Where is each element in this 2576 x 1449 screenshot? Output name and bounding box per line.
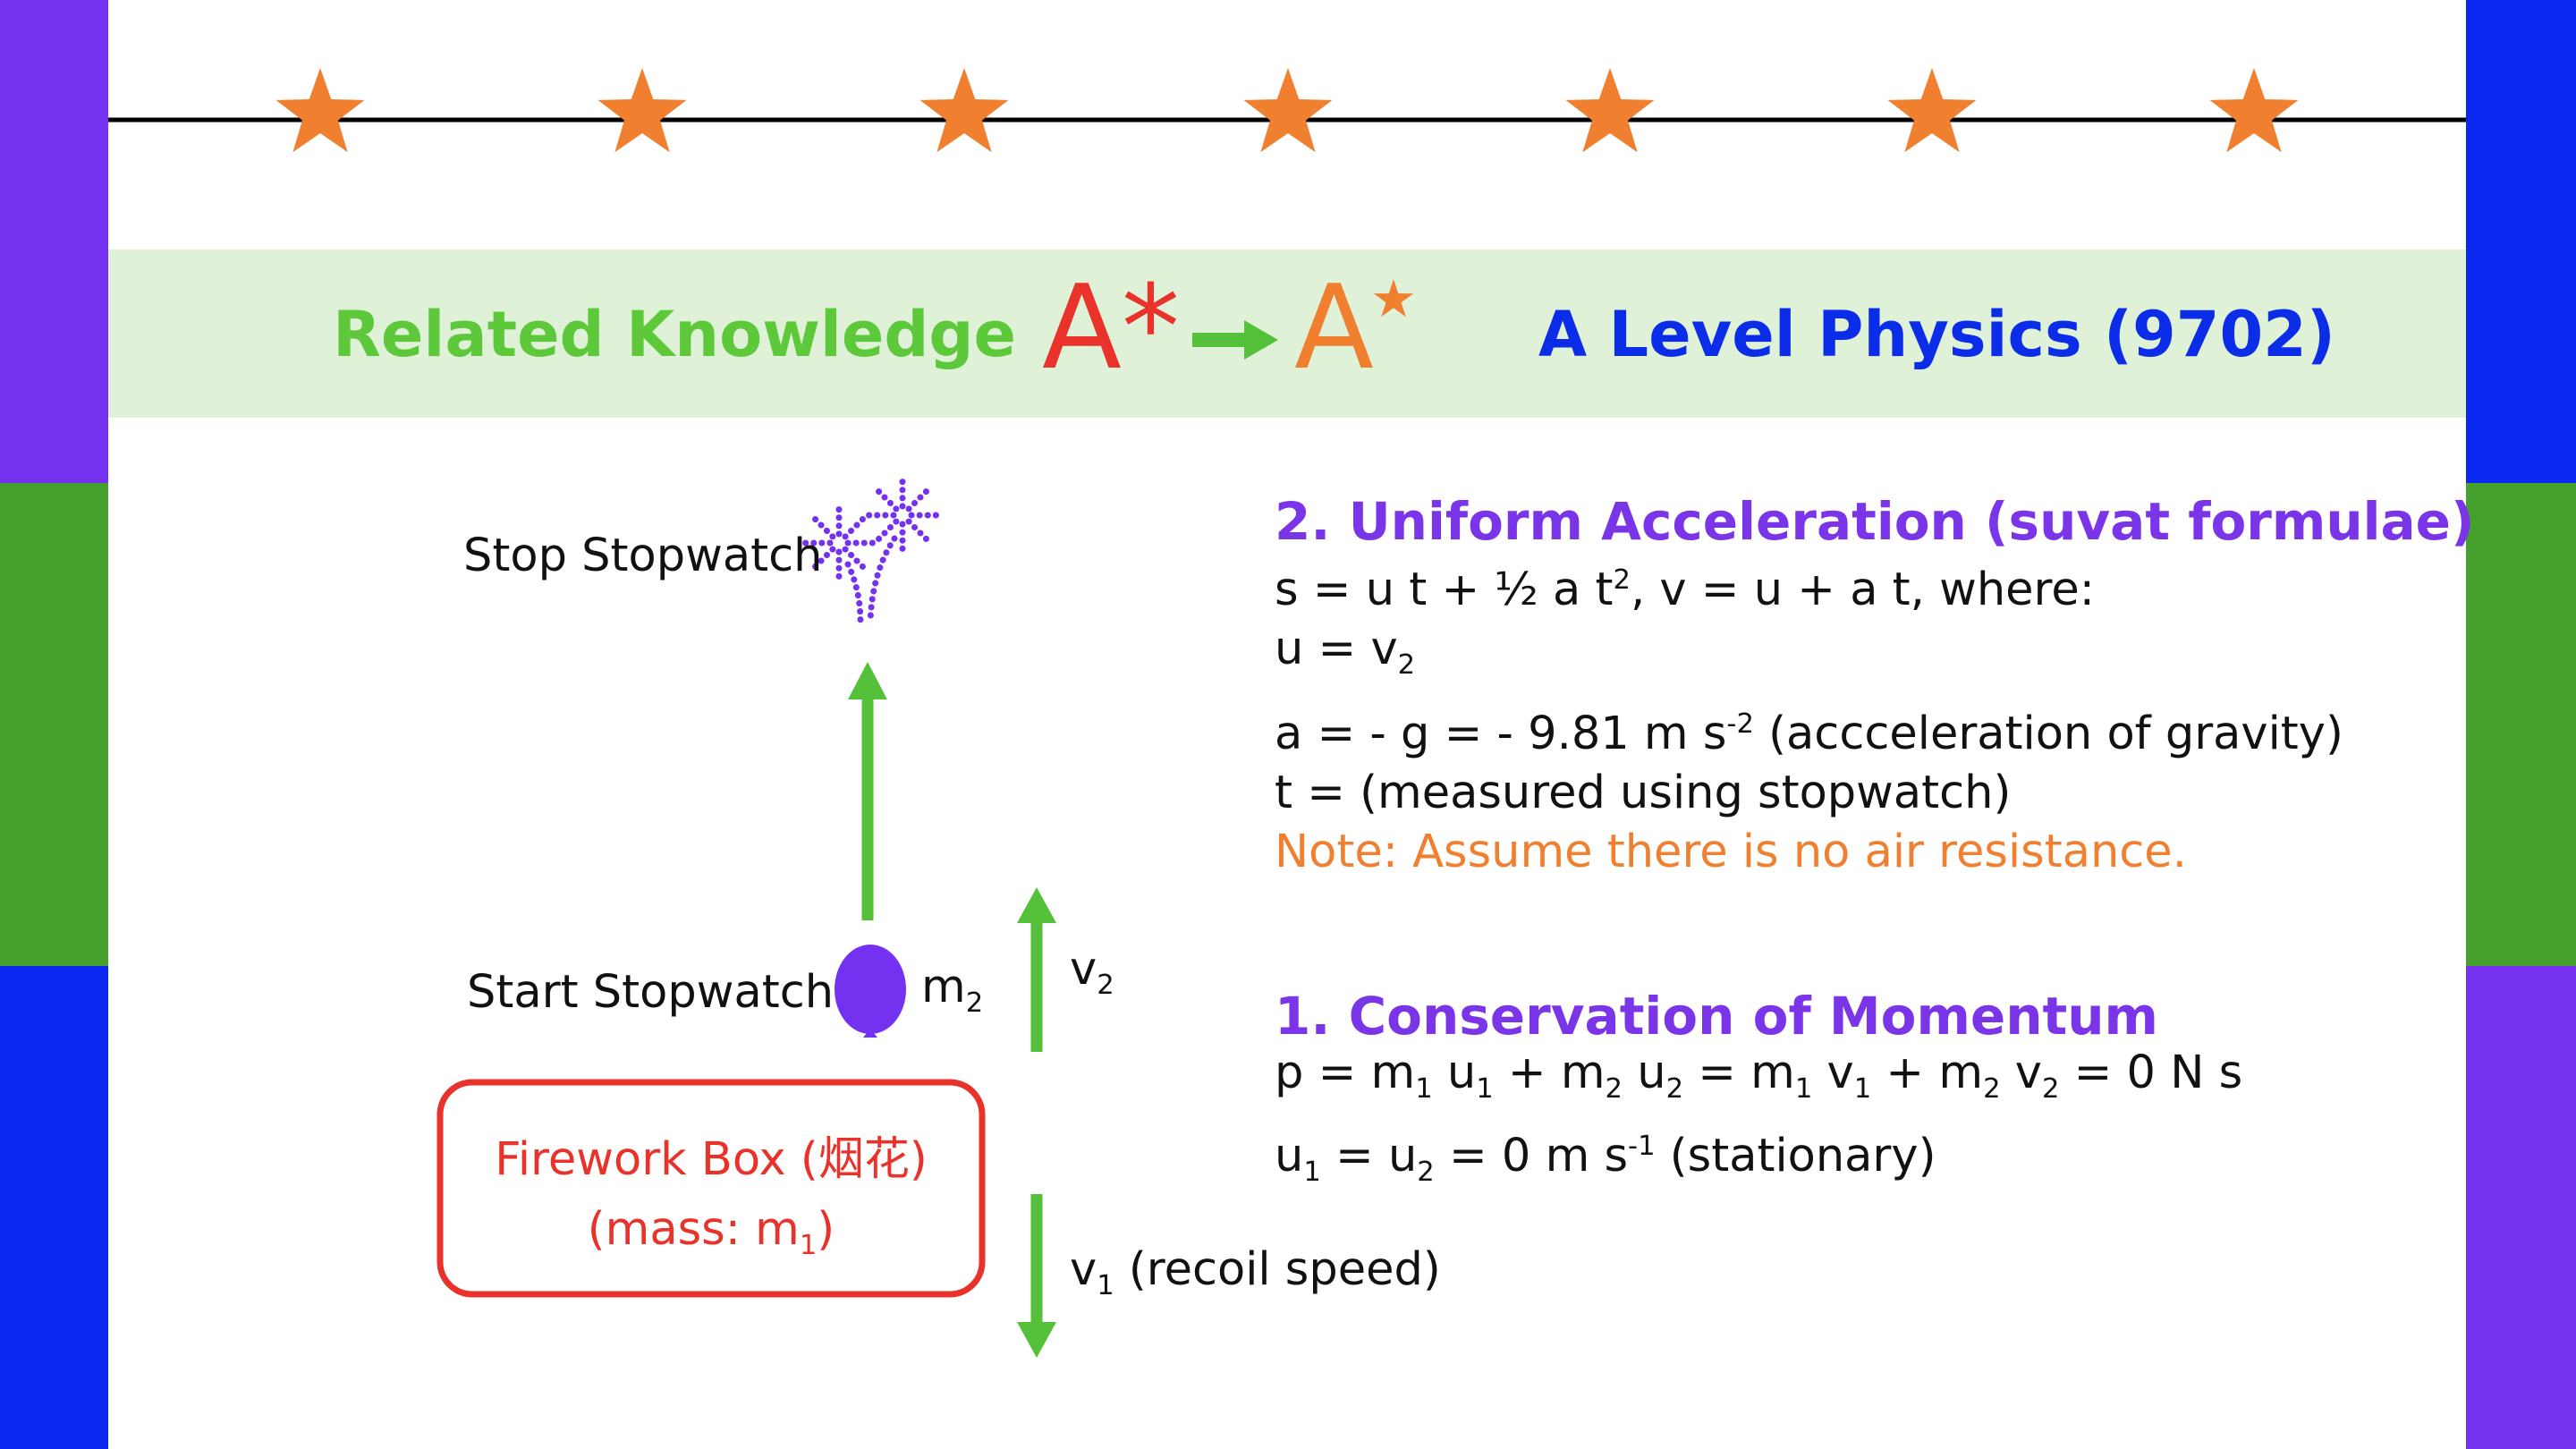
t: (mass: m <box>587 1203 800 1256</box>
suvat-line4: t = (measured using stopwatch) <box>1275 767 2012 820</box>
star-icon <box>919 68 1009 153</box>
t: = u <box>1320 1130 1418 1183</box>
suvat-note: Note: Assume there is no air resistance. <box>1275 826 2187 879</box>
t: = 0 m s <box>1434 1130 1629 1183</box>
balloon-icon <box>835 945 906 1038</box>
t: (stationary) <box>1655 1130 1936 1183</box>
star-icon <box>1565 68 1655 153</box>
v1-label: v1 (recoil speed) <box>1070 1243 1441 1301</box>
suvat-heading: 2. Uniform Acceleration (suvat formulae) <box>1275 491 2475 552</box>
t: (recoil speed) <box>1114 1243 1441 1296</box>
momentum-line2: u1 = u2 = 0 m s-1 (stationary) <box>1275 1118 2242 1201</box>
star-icon <box>275 68 365 153</box>
t: (accceleration of gravity) <box>1753 708 2343 761</box>
t: u <box>1432 1046 1477 1099</box>
t: a = - g = - 9.81 m s <box>1275 708 1727 761</box>
header-band <box>108 250 2466 418</box>
star-icon: ★ <box>1370 268 1417 329</box>
course-title: A Level Physics (9702) <box>1538 298 2335 371</box>
sub: 1 <box>1794 1073 1813 1106</box>
box-line2: (mass: m1) <box>440 1195 982 1281</box>
suvat-line2: u = v2 <box>1275 620 2475 695</box>
sub: 2 <box>1665 1073 1684 1106</box>
arrow-right-icon <box>1192 320 1278 360</box>
t: v <box>1812 1046 1854 1099</box>
star-icon <box>1887 68 1977 153</box>
start-stopwatch-label: Start Stopwatch <box>467 966 835 1019</box>
sub: 2 <box>1983 1073 2001 1106</box>
firework-ray <box>842 515 867 540</box>
firework-ray <box>905 518 930 543</box>
t: v <box>2000 1046 2042 1099</box>
v: v <box>1070 943 1097 996</box>
t: = 0 N s <box>2059 1046 2243 1099</box>
t: + m <box>1871 1046 1984 1099</box>
grade-to: A <box>1294 259 1374 395</box>
firework-ray <box>875 487 900 513</box>
m: m <box>921 961 966 1013</box>
v2-arrow-head <box>1017 887 1056 923</box>
t: ) <box>817 1203 835 1256</box>
star-icon <box>2209 68 2299 153</box>
star-icon <box>1243 68 1333 153</box>
grade-from: A* <box>1042 259 1180 395</box>
t: u <box>1623 1046 1666 1099</box>
firework-box-label: Firework Box (烟花) (mass: m1) <box>440 1125 982 1281</box>
sub: 2 <box>965 987 984 1020</box>
related-knowledge-title: Related Knowledge <box>333 298 1017 371</box>
sub: 2 <box>2041 1073 2060 1106</box>
firework-box <box>436 1079 986 1298</box>
suvat-section: 2. Uniform Acceleration (suvat formulae)… <box>1275 492 2475 882</box>
t: u = v <box>1275 623 1398 675</box>
sub: 1 <box>1415 1073 1433 1106</box>
box-line1: Firework Box (烟花) <box>495 1133 928 1186</box>
momentum-section: 1. Conservation of Momentum p = m1 u1 + … <box>1275 987 2242 1201</box>
sub: 2 <box>1097 970 1114 1002</box>
sub: 1 <box>1853 1073 1872 1106</box>
firework-ray <box>905 487 930 513</box>
star-icon <box>597 68 687 153</box>
t: , v = u + a t, where: <box>1630 564 2095 616</box>
v2-label: v2 <box>1070 943 1114 1001</box>
t: p = m <box>1275 1046 1416 1099</box>
v1-arrow-head <box>1017 1322 1056 1358</box>
v: v <box>1070 1243 1097 1296</box>
sub: 1 <box>799 1230 818 1262</box>
stop-stopwatch-label: Stop Stopwatch <box>463 530 823 582</box>
suvat-line1: s = u t + ½ a t2, v = u + a t, where: <box>1275 551 2475 620</box>
left-bar-green <box>0 483 108 966</box>
left-bar-blue <box>0 966 108 1449</box>
sub: 1 <box>1097 1270 1114 1302</box>
t: + m <box>1493 1046 1606 1099</box>
sub: 2 <box>1417 1157 1435 1189</box>
sup: -2 <box>1726 708 1754 741</box>
mass2-label: m2 <box>921 961 983 1019</box>
firework-icon <box>801 478 940 625</box>
sub: 1 <box>1303 1157 1321 1189</box>
t: u <box>1275 1130 1304 1183</box>
sup: 2 <box>1613 564 1631 596</box>
momentum-heading: 1. Conservation of Momentum <box>1275 986 2158 1046</box>
t: s = u t + ½ a t <box>1275 564 1614 616</box>
momentum-line1: p = m1 u1 + m2 u2 = m1 v1 + m2 v2 = 0 N … <box>1275 1045 2242 1118</box>
right-bar-blue <box>2466 0 2576 483</box>
t: = m <box>1683 1046 1795 1099</box>
sub: 2 <box>1605 1073 1623 1106</box>
right-bar-green <box>2466 483 2576 966</box>
sub: 1 <box>1476 1073 1494 1106</box>
sup: -1 <box>1628 1131 1656 1163</box>
sub: 2 <box>1397 649 1416 682</box>
flight-arrow-head <box>848 662 887 699</box>
left-bar-purple <box>0 0 108 483</box>
suvat-line3: a = - g = - 9.81 m s-2 (accceleration of… <box>1275 695 2475 764</box>
right-bar-purple <box>2466 966 2576 1449</box>
